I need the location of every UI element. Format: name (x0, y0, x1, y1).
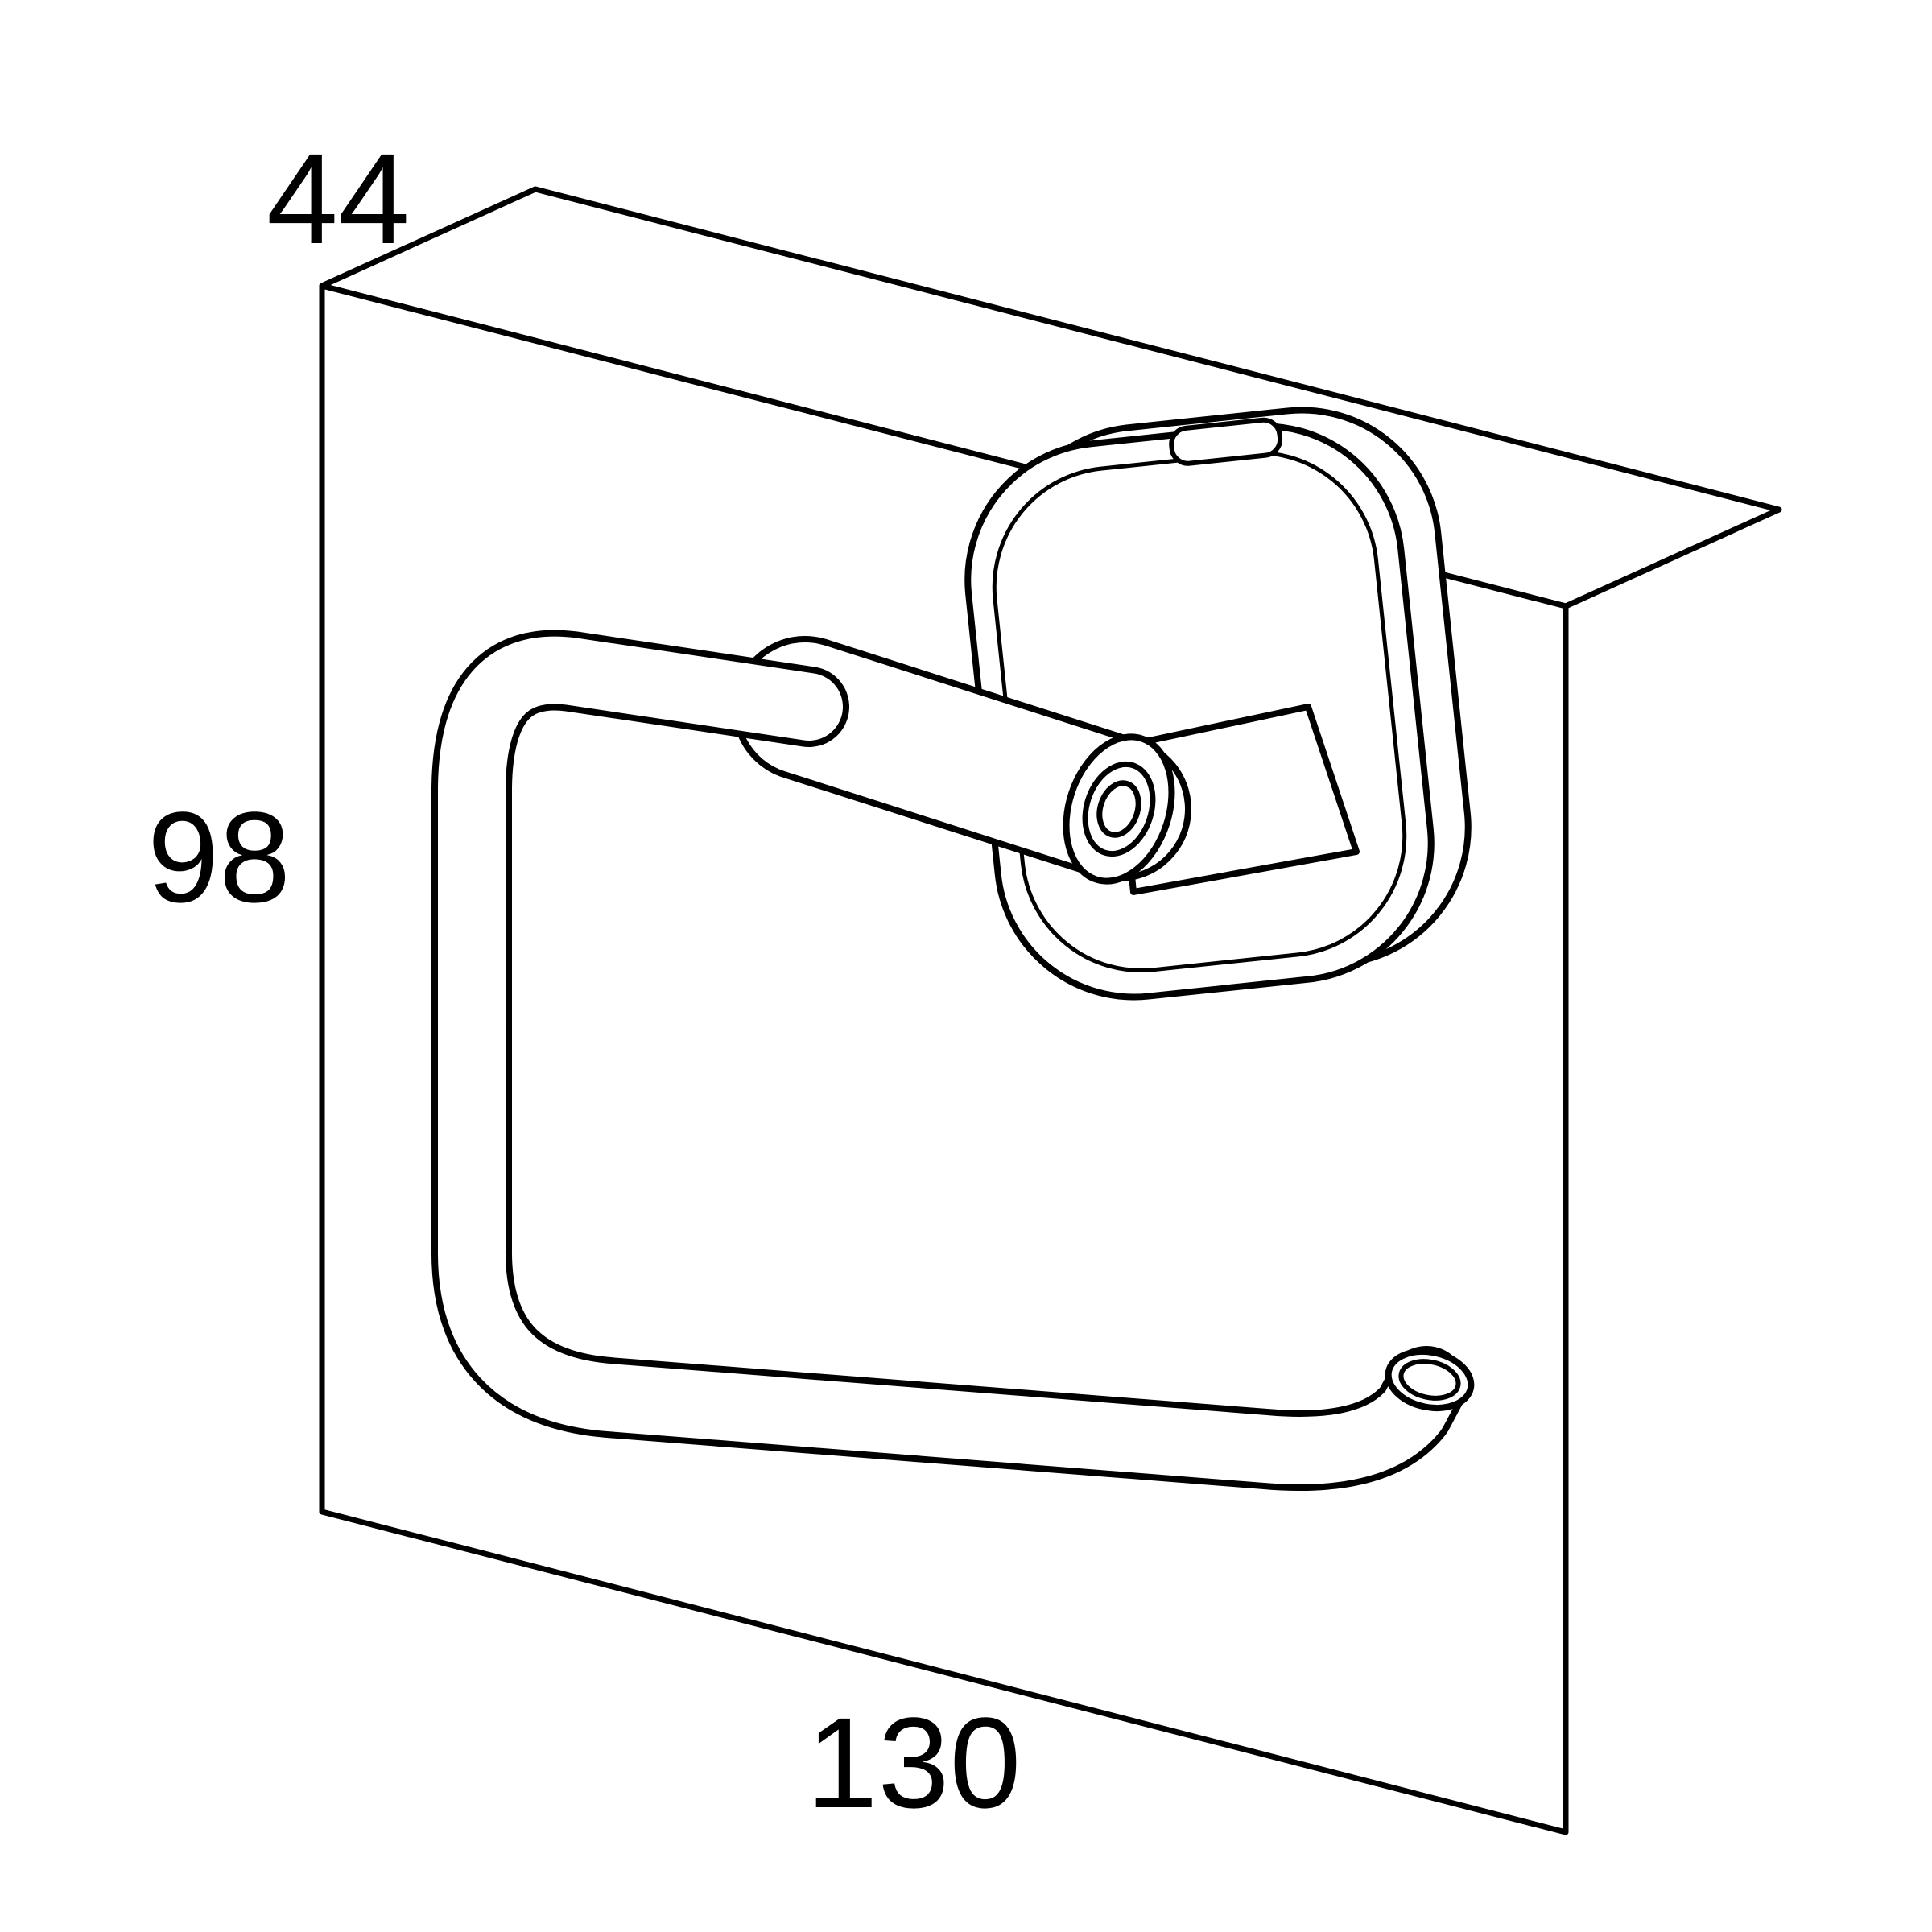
holder-arm (431, 630, 1467, 1491)
arm-tip-rim-inner (1398, 1359, 1461, 1401)
arm-tip-opening (1385, 1348, 1475, 1411)
dimension-label-depth: 44 (266, 126, 410, 270)
dimension-label-height: 98 (147, 785, 291, 929)
dimension-box (319, 186, 1782, 1835)
toilet-roll-holder (431, 407, 1475, 1491)
pin-end-cap-ring-outer (1082, 761, 1156, 857)
pin-end-cap-ring-inner (1096, 780, 1141, 838)
dimension-label-width: 130 (807, 1690, 1022, 1835)
pin-end-cap (1063, 733, 1175, 885)
mounting-plate-slot (1169, 417, 1283, 466)
dimension-labels: 44 98 130 (147, 126, 1021, 1835)
roll-pin (733, 636, 1191, 881)
